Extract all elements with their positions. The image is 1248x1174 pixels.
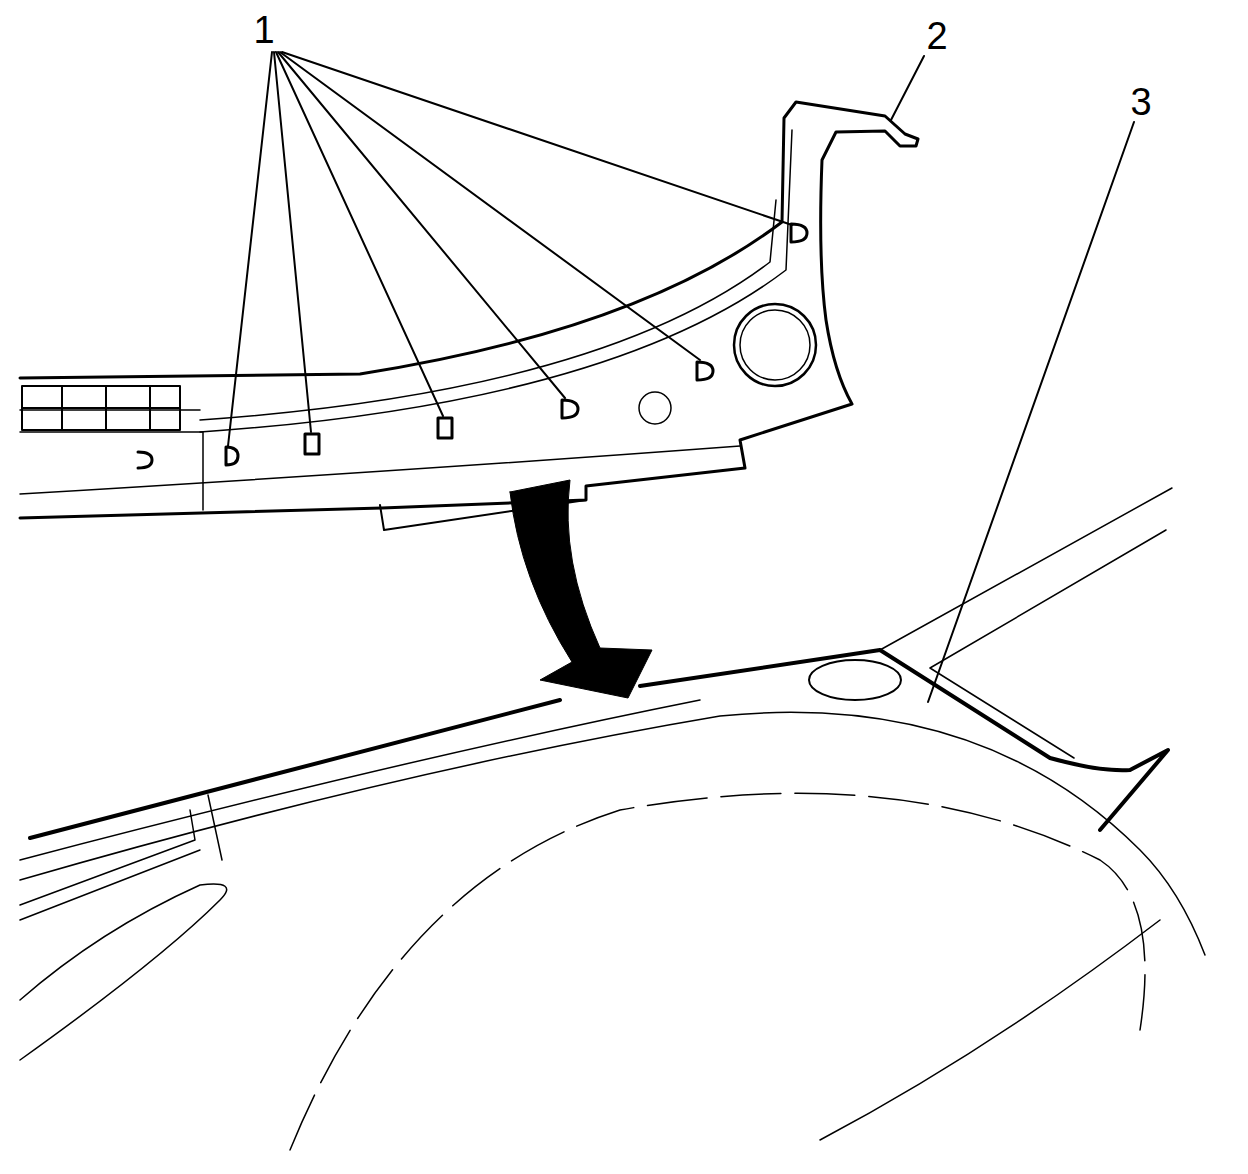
leader-line	[228, 52, 1134, 702]
panel-outline	[20, 102, 918, 518]
body-line	[820, 920, 1160, 1140]
callout-number: 3	[1130, 83, 1151, 121]
panel-line	[20, 410, 203, 510]
panel-inner-arc	[200, 200, 776, 420]
small-hole	[639, 392, 671, 424]
vent-grid	[22, 386, 180, 430]
body-line	[20, 712, 1205, 955]
body-line	[20, 884, 227, 1060]
panel-line	[20, 446, 740, 494]
speaker-hole	[734, 304, 816, 386]
install-arrow	[510, 480, 652, 698]
body-line	[20, 700, 700, 920]
callout-number: 2	[926, 17, 947, 55]
body-hole	[809, 660, 901, 700]
body-edge	[30, 650, 1168, 838]
body-line	[290, 793, 1145, 1150]
callout-number: 1	[253, 11, 274, 49]
panel-inner-arc	[200, 130, 792, 432]
speaker-hole	[740, 310, 810, 380]
body-line	[880, 488, 1172, 758]
